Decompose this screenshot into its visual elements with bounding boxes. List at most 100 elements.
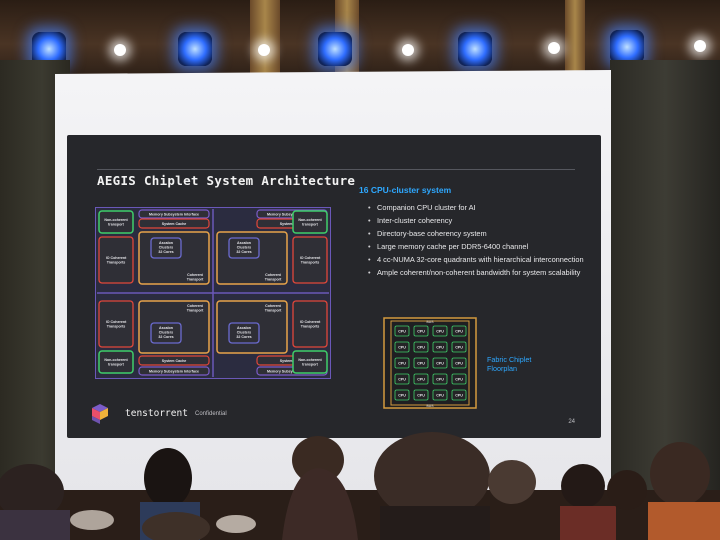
ascalon-cluster-label: 32 Cores: [236, 250, 251, 254]
ascalon-cluster-label: Clusters: [237, 246, 251, 250]
bullet-item: Companion CPU cluster for AI: [368, 203, 587, 212]
fabric-cpu-label: CPU: [417, 330, 425, 334]
coherent-transport-label: Coherent: [187, 304, 204, 308]
memory-interface-block: [138, 366, 210, 376]
system-cache-label: System Cache: [280, 359, 305, 363]
ascalon-cluster-label: 32 Cores: [158, 250, 173, 254]
ascalon-cluster-label: Ascalon: [159, 326, 173, 330]
io-coherent-transport-block: [98, 300, 134, 348]
stage-light-icon: [318, 32, 352, 66]
io-coherent-transport-block: [292, 236, 328, 284]
ascalon-cluster-block: [228, 237, 260, 259]
ascalon-cluster-label: 32 Cores: [236, 335, 251, 339]
fabric-cpu-label: CPU: [436, 362, 444, 366]
fabric-cpu-cell: [413, 325, 429, 337]
curtain-right: [610, 60, 720, 500]
bullet-item: Ample coherent/non-coherent bandwidth fo…: [368, 268, 587, 277]
spotlight: [548, 42, 560, 54]
fabric-cpu-cell: [451, 325, 467, 337]
fabric-cpu-label: CPU: [417, 346, 425, 350]
fabric-cpu-cell: [413, 373, 429, 385]
non-coherent-transport-block: [98, 350, 134, 374]
fabric-cpu-label: CPU: [455, 378, 463, 382]
fabric-cpu-label: CPU: [417, 394, 425, 398]
fabric-cpu-cell: [451, 389, 467, 401]
non-coherent-label: Non-coherent: [298, 358, 322, 362]
ascalon-cluster-label: Clusters: [159, 331, 173, 335]
memory-interface-label: Memory Subsystem Interface: [267, 213, 317, 217]
fabric-cpu-label: CPU: [398, 330, 406, 334]
io-coherent-label: IO Coherent: [300, 320, 321, 324]
fabric-inner-ring: [390, 320, 470, 406]
fabric-chiplet-floorplan: BUS BUS CPU CPU CPU CPU CPU CPU CPU CPU CPU CPU CP…: [383, 317, 477, 409]
non-coherent-label: Non-coherent: [104, 358, 128, 362]
io-coherent-label: Transports: [301, 261, 320, 265]
title-rule: [97, 169, 575, 170]
audience-silhouettes: [0, 432, 720, 540]
fabric-cpu-label: CPU: [398, 378, 406, 382]
slide-title: AEGIS Chiplet System Architecture: [97, 173, 356, 188]
fabric-cpu-label: CPU: [455, 394, 463, 398]
io-coherent-label: Transports: [107, 261, 126, 265]
ascalon-cluster-label: Ascalon: [159, 241, 173, 245]
fabric-cpu-cell: [451, 373, 467, 385]
system-cache-label: System Cache: [162, 222, 187, 226]
fabric-cpu-label: CPU: [436, 330, 444, 334]
io-coherent-label: IO Coherent: [300, 256, 321, 260]
io-coherent-label: Transports: [107, 325, 126, 329]
non-coherent-label: transport: [302, 223, 319, 227]
ascalon-cluster-label: Ascalon: [237, 326, 251, 330]
coherent-transport-label: Transport: [265, 278, 282, 282]
fabric-cpu-cell: [394, 357, 410, 369]
memory-interface-block: [138, 209, 210, 219]
non-coherent-label: transport: [302, 363, 319, 367]
io-coherent-label: IO Coherent: [106, 320, 127, 324]
non-coherent-label: Non-coherent: [298, 218, 322, 222]
fabric-cpu-cell: [432, 325, 448, 337]
fabric-cpu-label: CPU: [436, 378, 444, 382]
spotlight: [694, 40, 706, 52]
ceiling: [0, 0, 720, 80]
bullet-item: 4 cc-NUMA 32-core quadrants with hierarc…: [368, 255, 587, 264]
fabric-cpu-cell: [394, 325, 410, 337]
memory-interface-label: Memory Subsystem Interface: [267, 370, 317, 374]
stage-light-icon: [458, 32, 492, 66]
bullet-item: Directory-base coherency system: [368, 229, 587, 238]
non-coherent-label: Non-coherent: [104, 218, 128, 222]
page-number: 24: [568, 419, 575, 425]
fabric-cpu-cell: [451, 341, 467, 353]
pillar: [250, 0, 280, 75]
fabric-bottom-label: BUS: [427, 404, 435, 408]
fabric-cpu-cell: [432, 357, 448, 369]
system-cache-label: System Cache: [280, 222, 305, 226]
confidential-label: Confidential: [195, 411, 227, 417]
fabric-cpu-cell: [413, 341, 429, 353]
ascalon-cluster-label: Clusters: [159, 246, 173, 250]
fabric-top-label: BUS: [427, 320, 435, 324]
coherent-transport-label: Transport: [187, 278, 204, 282]
bullet-item: Large memory cache per DDR5-6400 channel: [368, 242, 587, 251]
spotlight: [114, 44, 126, 56]
fabric-floorplan-label: Fabric Chiplet Floorplan: [487, 355, 532, 373]
memory-interface-label: Memory Subsystem Interface: [149, 213, 199, 217]
fabric-cpu-label: CPU: [398, 346, 406, 350]
system-cache-block: [138, 355, 210, 366]
ascalon-cluster-label: Ascalon: [237, 241, 251, 245]
fabric-cpu-label: CPU: [417, 362, 425, 366]
coherent-transport-label: Coherent: [265, 273, 282, 277]
non-coherent-transport-block: [292, 350, 328, 374]
brand-name: tenstorrent: [125, 408, 188, 419]
io-coherent-label: Transports: [301, 325, 320, 329]
slide-subtitle: 16 CPU-cluster system: [359, 185, 452, 195]
fabric-cpu-cell: [432, 373, 448, 385]
bullet-item: Inter-cluster coherency: [368, 216, 587, 225]
presentation-slide: AEGIS Chiplet System Architecture 16 CPU…: [67, 135, 601, 438]
io-coherent-label: IO Coherent: [106, 256, 127, 260]
fabric-cpu-label: CPU: [455, 330, 463, 334]
coherent-transport-label: Coherent: [187, 273, 204, 277]
system-cache-label: System Cache: [162, 359, 187, 363]
non-coherent-label: transport: [108, 363, 125, 367]
fabric-cpu-cell: [451, 357, 467, 369]
